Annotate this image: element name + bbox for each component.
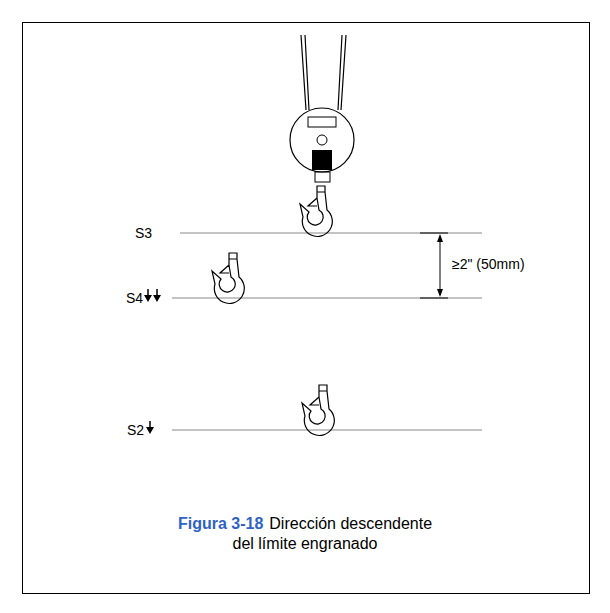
limit-label: S4 — [126, 291, 143, 306]
figure-caption: Figura 3-18Dirección descendente del lím… — [175, 514, 435, 554]
limit-label: S2 — [127, 423, 144, 438]
limit-label: S3 — [135, 226, 152, 241]
hook — [302, 385, 334, 435]
dimension-label: ≥2" (50mm) — [452, 257, 525, 272]
figure-number: Figura 3-18 — [178, 515, 263, 532]
hook — [212, 253, 244, 303]
hook — [300, 186, 332, 236]
